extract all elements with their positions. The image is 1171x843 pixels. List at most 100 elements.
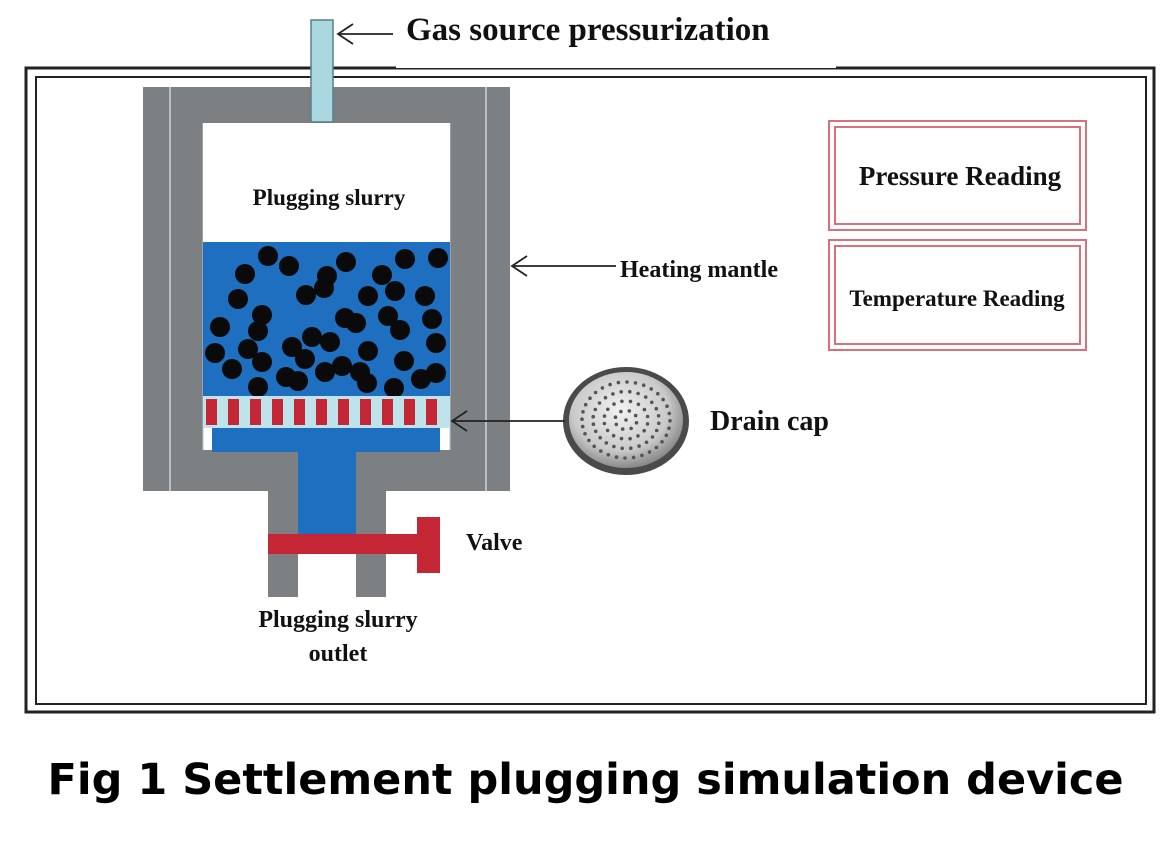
disc-hole	[660, 440, 664, 444]
heating-mantle-label: Heating mantle	[620, 257, 778, 283]
gas-inlet-pipe	[310, 19, 334, 123]
filter-stripe	[316, 399, 327, 425]
particle	[411, 369, 431, 389]
particle	[252, 352, 272, 372]
disc-hole	[619, 409, 623, 414]
disc-hole	[667, 411, 672, 416]
disc-hole	[637, 444, 641, 448]
disc-hole	[620, 446, 624, 451]
disc-hole	[616, 380, 621, 385]
disc-hole	[649, 387, 653, 391]
particle	[358, 286, 378, 306]
filter-stripe	[272, 399, 283, 425]
particle	[422, 309, 442, 329]
particle	[415, 286, 435, 306]
disc-hole	[650, 400, 654, 405]
disc-hole	[581, 410, 585, 414]
particle	[426, 333, 446, 353]
disc-hole	[668, 419, 672, 423]
temperature-reading-box: Temperature Reading	[828, 239, 1087, 351]
disc-hole	[667, 426, 671, 431]
particle	[384, 378, 404, 398]
disc-hole	[645, 414, 650, 419]
particle	[222, 359, 242, 379]
disc-hole	[628, 389, 632, 394]
arrow-left-icon	[336, 23, 393, 45]
pressure-reading-box: Pressure Reading	[828, 120, 1087, 231]
particle	[282, 337, 302, 357]
disc-hole	[614, 455, 619, 459]
disc-hole	[634, 421, 639, 425]
disc-hole	[650, 435, 655, 439]
arrow-left-icon	[510, 255, 616, 277]
disc-hole	[613, 415, 618, 420]
gas-label-bg	[396, 6, 836, 68]
filter-stripe	[404, 399, 415, 425]
particle	[248, 321, 268, 341]
gas-source-label: Gas source pressurization	[406, 12, 770, 48]
disc-hole	[664, 433, 669, 438]
disc-hole	[603, 395, 608, 400]
disc-hole	[619, 390, 623, 394]
disc-hole	[583, 402, 588, 407]
disc-hole	[640, 453, 644, 458]
particle	[390, 320, 410, 340]
disc-hole	[608, 382, 612, 387]
disc-hole	[592, 444, 596, 449]
particle	[372, 265, 392, 285]
disc-hole	[620, 427, 625, 431]
disc-hole	[644, 440, 649, 445]
particle	[252, 305, 272, 325]
particles	[205, 246, 448, 398]
disc-hole	[599, 449, 603, 453]
disc-hole	[633, 381, 638, 385]
particle	[288, 371, 308, 391]
particle	[332, 356, 352, 376]
disc-hole	[591, 414, 595, 419]
disc-hole	[587, 438, 591, 443]
disc-hole	[636, 434, 640, 438]
disc-hole	[656, 391, 660, 396]
particle	[238, 339, 258, 359]
disc-hole	[588, 396, 592, 401]
disc-hole	[612, 444, 616, 449]
disc-hole	[654, 428, 659, 433]
disc-hole	[654, 406, 659, 411]
particle	[385, 281, 405, 301]
disc-hole	[642, 407, 647, 412]
disc-hole	[606, 407, 610, 412]
disc-hole	[580, 417, 584, 422]
particle	[314, 278, 334, 298]
particle	[210, 317, 230, 337]
disc-hole	[602, 421, 607, 426]
disc-hole	[614, 422, 619, 427]
particle	[346, 313, 366, 333]
particle	[426, 363, 446, 383]
disc-hole	[665, 404, 669, 409]
particle	[428, 248, 448, 268]
disc-hole	[647, 450, 652, 454]
disc-hole	[611, 433, 616, 438]
disc-hole	[629, 446, 633, 451]
disc-hole	[605, 428, 610, 433]
disc-hole	[657, 421, 661, 426]
disc-hole	[636, 402, 641, 407]
disc-hole	[629, 426, 633, 431]
chamber-headspace	[203, 123, 450, 242]
disc-hole	[627, 409, 632, 413]
disc-hole	[661, 397, 665, 402]
particle	[295, 349, 315, 369]
outlet-label-line1: Plugging slurry	[258, 607, 417, 633]
particle	[228, 289, 248, 309]
particle	[394, 351, 414, 371]
disc-hole	[580, 424, 585, 429]
disc-hole	[636, 391, 640, 396]
disc-hole	[642, 428, 646, 433]
disc-hole	[620, 399, 624, 404]
filter-stripe	[294, 399, 305, 425]
disc-hole	[593, 429, 598, 434]
disc-hole	[612, 402, 616, 406]
particle	[235, 264, 255, 284]
